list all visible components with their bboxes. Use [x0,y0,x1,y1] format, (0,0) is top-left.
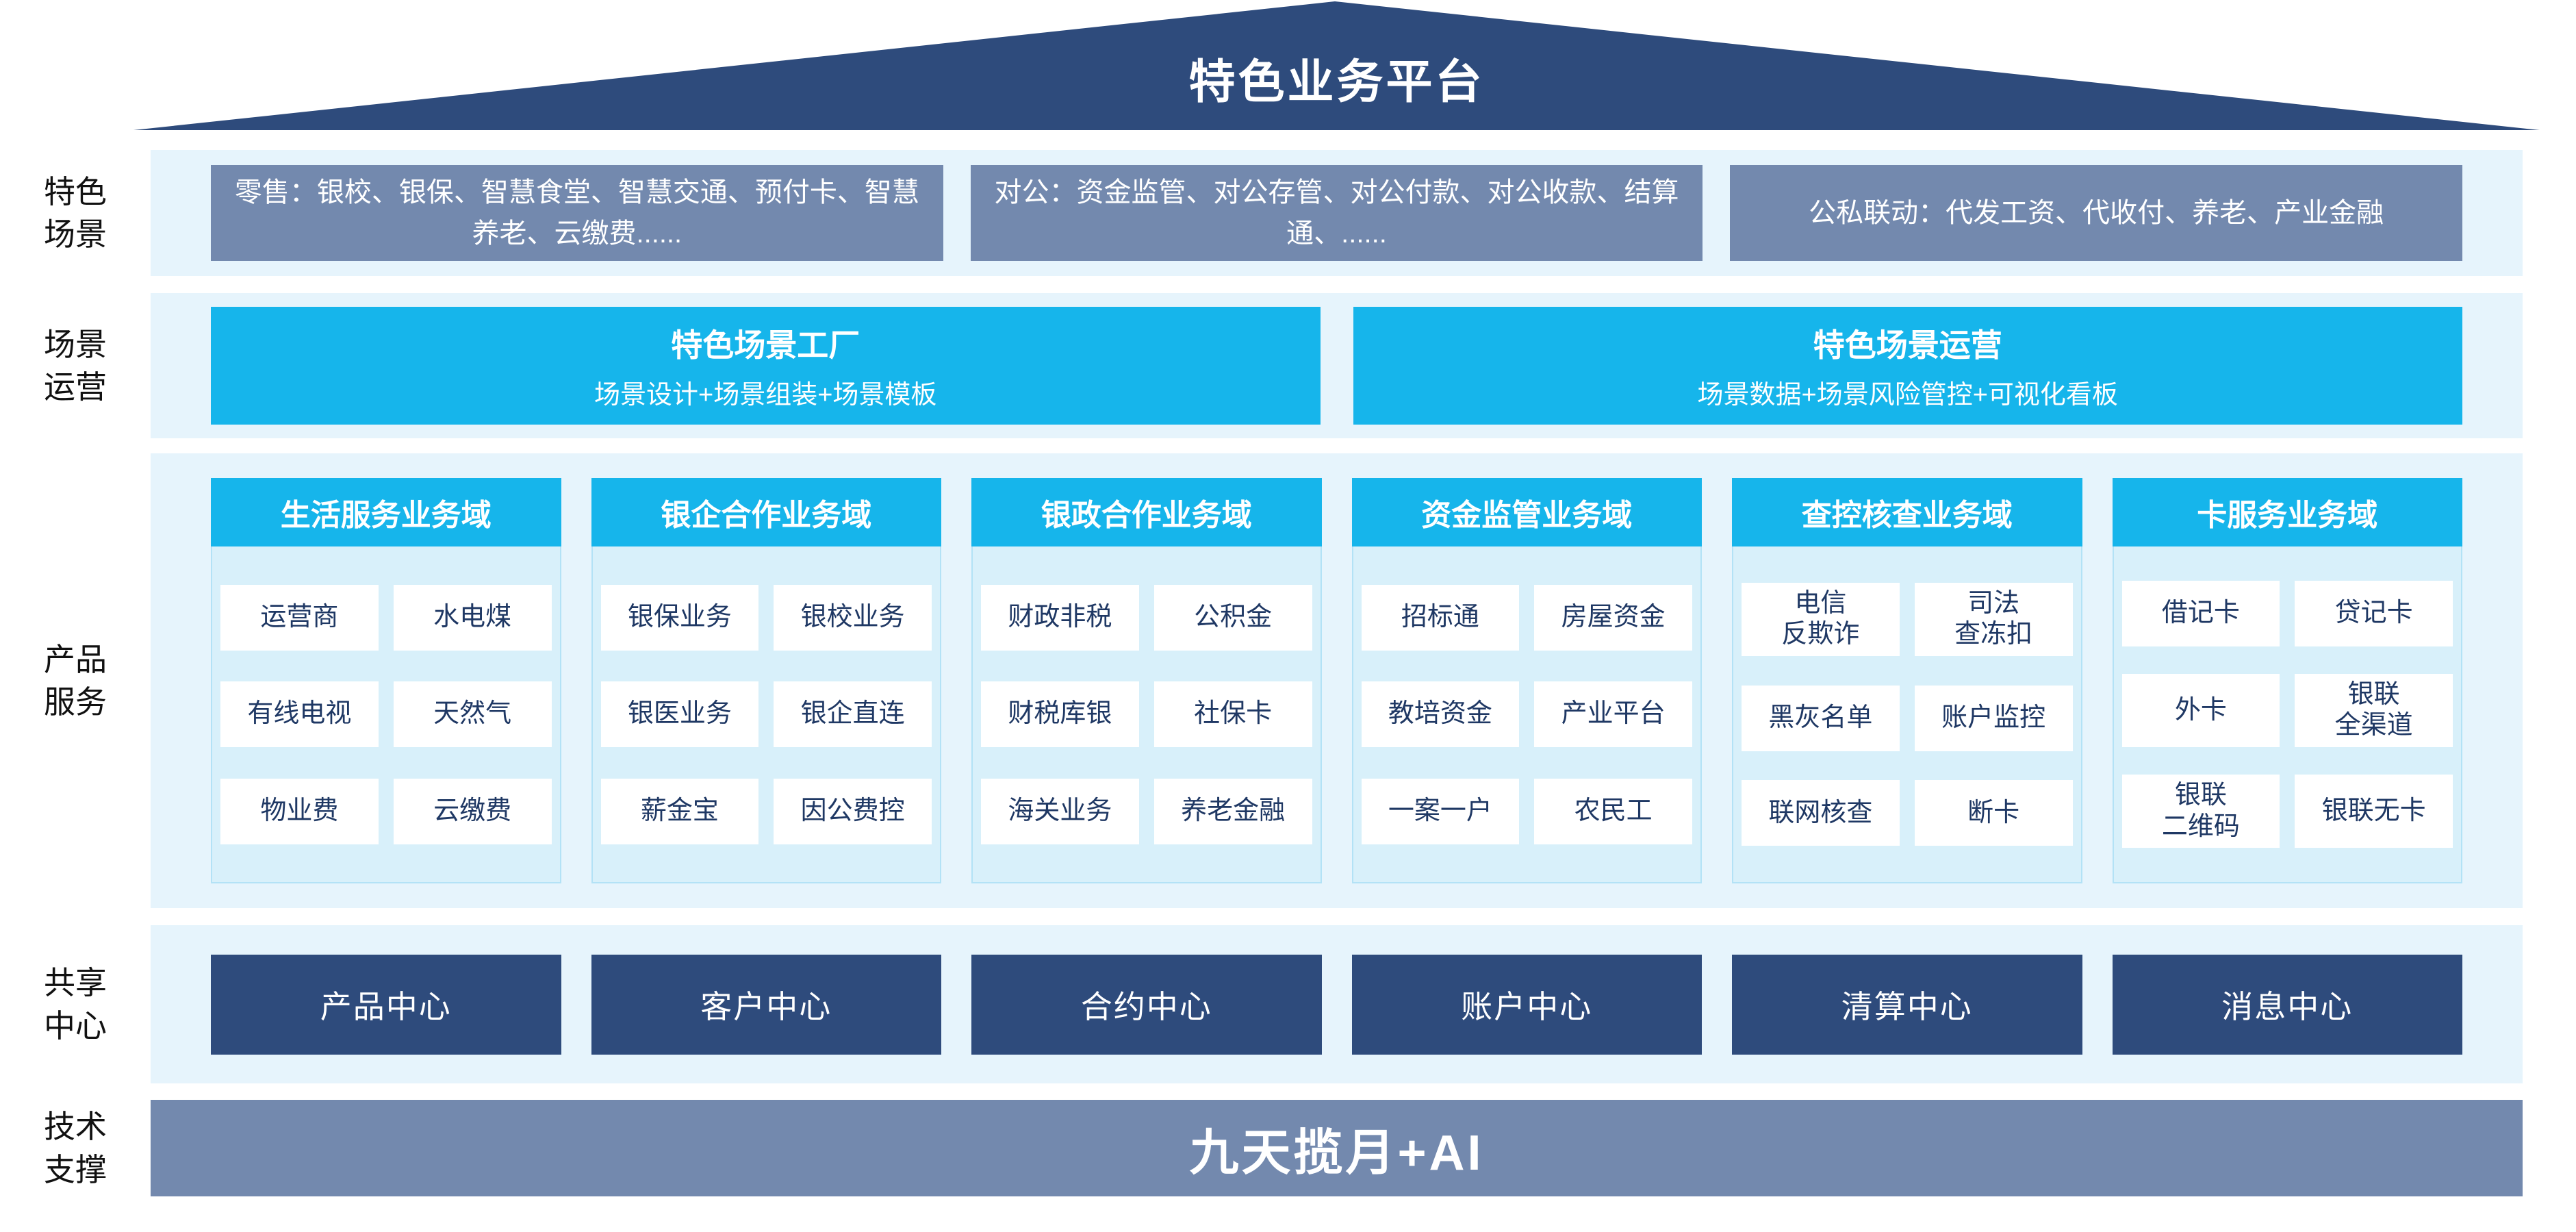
center-box-account: 账户中心 [1351,954,1702,1055]
center-box-customer: 客户中心 [591,954,941,1055]
product-cell: 银保业务 [600,584,759,651]
product-column-body: 财政非税 公积金 财税库银 社保卡 海关业务 养老金融 [971,546,1322,883]
side-label-shared-centers: 共享 中心 [44,965,107,1044]
center-box-message: 消息中心 [2112,954,2462,1055]
product-cell: 银校业务 [774,584,932,651]
product-column-bank-enterprise: 银企合作业务域 银保业务 银校业务 银医业务 银企直连 薪金宝 因公费控 [591,478,941,883]
product-cell: 公积金 [1153,584,1312,651]
product-cell: 天然气 [393,681,552,747]
product-cell: 云缴费 [393,778,552,844]
operation-box-subtitle: 场景数据+场景风险管控+可视化看板 [1697,380,2118,410]
page-title: 特色业务平台 [1188,56,1485,108]
product-cell: 贷记卡 [2295,580,2453,646]
operation-band: 特色场景工厂 场景设计+场景组装+场景模板 特色场景运营 场景数据+场景风险管控… [151,293,2523,438]
product-cell: 电信 反欺诈 [1742,582,1900,656]
product-cell: 财税库银 [981,681,1139,747]
center-box-contract: 合约中心 [971,954,1322,1055]
product-cell: 社保卡 [1153,681,1312,747]
product-cell: 银联 全渠道 [2295,673,2453,747]
product-cell: 房屋资金 [1534,584,1692,651]
product-column-header: 查控核查业务域 [1732,478,2082,546]
product-cell: 水电煤 [393,584,552,651]
product-cell: 司法 查冻扣 [1914,582,2073,656]
product-cell: 海关业务 [981,778,1139,844]
product-cell: 农民工 [1534,778,1692,844]
roof-banner-shape [133,1,2540,130]
product-column-card-services: 卡服务业务域 借记卡 贷记卡 外卡 银联 全渠道 银联 二维码 银联无卡 [2112,478,2462,883]
product-column-bank-government: 银政合作业务域 财政非税 公积金 财税库银 社保卡 海关业务 养老金融 [971,478,1322,883]
product-column-body: 借记卡 贷记卡 外卡 银联 全渠道 银联 二维码 银联无卡 [2112,546,2462,883]
product-cell: 联网核查 [1742,780,1900,846]
scenario-box-public-private: 公私联动：代发工资、代收付、养老、产业金融 [1730,165,2463,261]
operation-box-title: 特色场景运营 [1813,327,2002,364]
product-cell: 养老金融 [1153,778,1312,844]
center-box-product: 产品中心 [211,954,561,1055]
product-column-body: 运营商 水电煤 有线电视 天然气 物业费 云缴费 [211,546,561,883]
shared-center-band: 产品中心 客户中心 合约中心 账户中心 清算中心 消息中心 [151,925,2523,1083]
tech-support-bar: 九天揽月+AI [151,1100,2523,1196]
product-column-inquiry-control: 查控核查业务域 电信 反欺诈 司法 查冻扣 黑灰名单 账户监控 联网核查 断卡 [1732,478,2082,883]
center-box-clearing: 清算中心 [1732,954,2082,1055]
product-cell: 银联 二维码 [2121,774,2280,848]
side-label-scenarios: 特色 场景 [44,173,107,252]
product-band: 生活服务业务域 运营商 水电煤 有线电视 天然气 物业费 云缴费 银企合作业务域 [151,453,2523,908]
product-column-header: 生活服务业务域 [211,478,561,546]
product-cell: 账户监控 [1914,685,2073,751]
product-column-body: 招标通 房屋资金 教培资金 产业平台 一案一户 农民工 [1351,546,1702,883]
product-cell: 断卡 [1914,780,2073,846]
product-cell: 黑灰名单 [1742,685,1900,751]
product-cell: 财政非税 [981,584,1139,651]
product-cell: 物业费 [220,778,379,844]
operation-box-title: 特色场景工厂 [671,327,860,364]
scenario-band: 零售：银校、银保、智慧食堂、智慧交通、预付卡、智慧养老、云缴费...... 对公… [151,150,2523,276]
product-cell: 招标通 [1361,584,1520,651]
product-column-life-services: 生活服务业务域 运营商 水电煤 有线电视 天然气 物业费 云缴费 [211,478,561,883]
product-cell: 银企直连 [774,681,932,747]
operation-box-subtitle: 场景设计+场景组装+场景模板 [594,380,937,410]
product-column-header: 卡服务业务域 [2112,478,2462,546]
product-column-body: 银保业务 银校业务 银医业务 银企直连 薪金宝 因公费控 [591,546,941,883]
side-label-tech-support: 技术 支撑 [44,1109,107,1187]
side-label-products: 产品 服务 [44,641,107,720]
product-cell: 银医业务 [600,681,759,747]
operation-box-scene-operation: 特色场景运营 场景数据+场景风险管控+可视化看板 [1353,307,2462,425]
product-column-fund-supervision: 资金监管业务域 招标通 房屋资金 教培资金 产业平台 一案一户 农民工 [1351,478,1702,883]
scenario-box-retail: 零售：银校、银保、智慧食堂、智慧交通、预付卡、智慧养老、云缴费...... [211,165,943,261]
product-column-header: 银政合作业务域 [971,478,1322,546]
product-column-header: 银企合作业务域 [591,478,941,546]
product-cell: 教培资金 [1361,681,1520,747]
product-cell: 一案一户 [1361,778,1520,844]
product-cell: 运营商 [220,584,379,651]
product-cell: 产业平台 [1534,681,1692,747]
scenario-box-corporate: 对公：资金监管、对公存管、对公付款、对公收款、结算通、...... [970,165,1703,261]
product-cell: 薪金宝 [600,778,759,844]
product-cell: 外卡 [2121,673,2280,747]
product-cell: 有线电视 [220,681,379,747]
side-label-operation: 场景 运营 [44,326,107,405]
product-column-header: 资金监管业务域 [1351,478,1702,546]
product-cell: 因公费控 [774,778,932,844]
product-cell: 银联无卡 [2295,774,2453,848]
product-cell: 借记卡 [2121,580,2280,646]
operation-box-scene-factory: 特色场景工厂 场景设计+场景组装+场景模板 [211,307,1321,425]
product-column-body: 电信 反欺诈 司法 查冻扣 黑灰名单 账户监控 联网核查 断卡 [1732,546,2082,883]
